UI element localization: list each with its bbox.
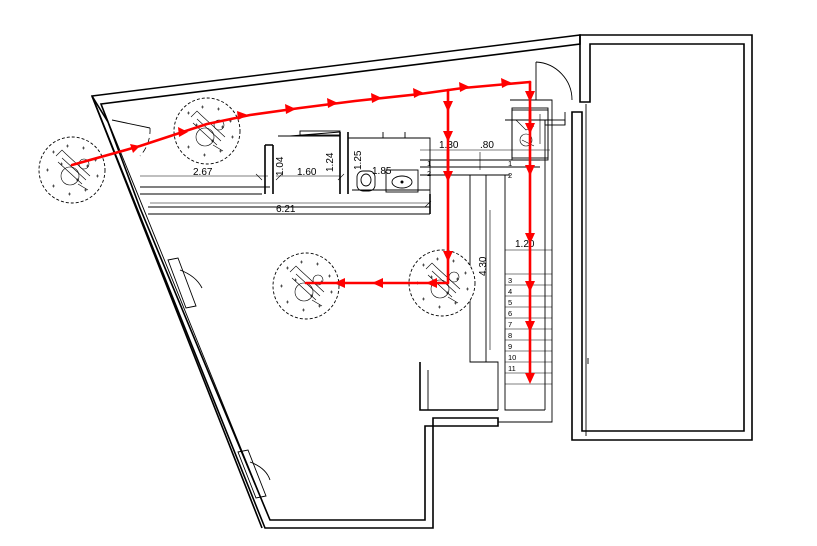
stair-step-label: 5 (508, 298, 512, 307)
stair-step-label: 1 (427, 159, 431, 168)
route-arrows (130, 78, 535, 384)
stair-step-label: 11 (508, 364, 516, 373)
stair-step-label: 6 (508, 309, 512, 318)
dim-gap: .80 (480, 140, 494, 151)
stair-step-label: 7 (508, 320, 512, 329)
dim-stair-width: 1.20 (515, 239, 535, 250)
stair-step-label: 1 (508, 159, 512, 168)
dim-corridor-length: 2.67 (193, 167, 213, 178)
dim-wc-width: 1.85 (372, 166, 392, 177)
wc-block (264, 130, 431, 194)
sink-icon (385, 169, 419, 193)
dim-stair-run: 4.30 (478, 256, 489, 276)
dim-corridor-width: 1.60 (297, 167, 317, 178)
stair-step-label: 9 (508, 342, 512, 351)
dim-wall-b: 1.24 (325, 152, 336, 172)
dim-wall-a: 1.04 (275, 156, 286, 176)
outer-walls (90, 34, 581, 529)
side-door-icon (167, 257, 271, 499)
wheelchair-icon (38, 97, 476, 320)
stair-treads (505, 273, 552, 385)
toilet-icon (356, 170, 376, 192)
stair-step-numbers: 1 2 1 2 3 4 5 6 7 8 9 10 11 (427, 159, 516, 373)
entrance-door-icon (111, 119, 151, 157)
dim-hall-length: 6.21 (276, 204, 296, 215)
stair-step-label: 4 (508, 287, 512, 296)
dimension-lines (140, 149, 552, 350)
dim-wc-depth: 1.25 (353, 150, 364, 170)
stair-step-label: 10 (508, 353, 516, 362)
stair-step-label: 8 (508, 331, 512, 340)
door-swing-icon (535, 61, 573, 101)
accessible-route (70, 80, 532, 382)
stair-step-label: 2 (508, 171, 512, 180)
dimension-labels: 2.67 1.60 6.21 1.04 1.24 1.25 1.85 1.30 … (193, 140, 535, 276)
stair-step-label: 3 (508, 276, 512, 285)
right-room (571, 34, 753, 441)
stair-step-label: 2 (427, 169, 431, 178)
